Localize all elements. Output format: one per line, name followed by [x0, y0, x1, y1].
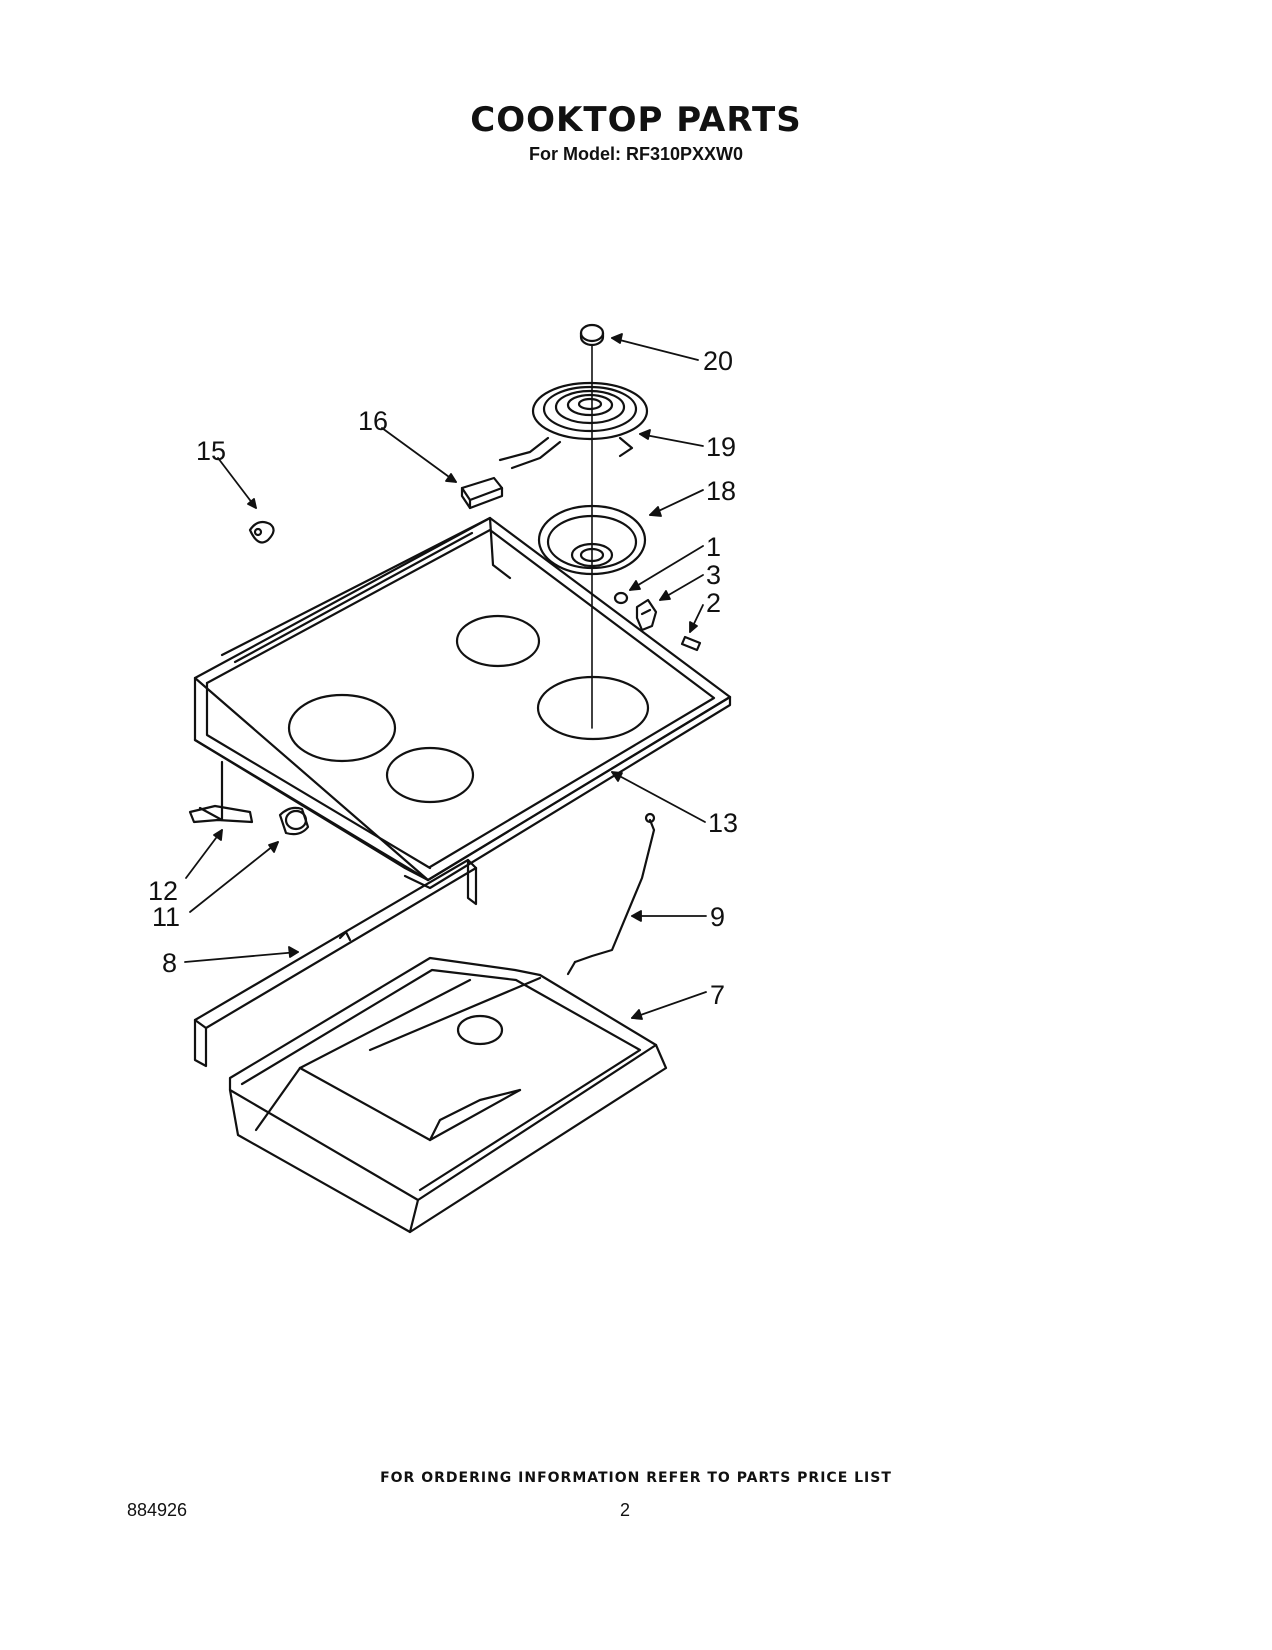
callout-15: 15 — [196, 436, 226, 466]
page-number: 2 — [620, 1500, 631, 1520]
ordering-note: FOR ORDERING INFORMATION REFER TO PARTS … — [380, 1470, 892, 1486]
part-18-drip-bowl — [537, 504, 647, 576]
callout-20: 20 — [703, 346, 733, 376]
part-1-nut — [613, 591, 629, 605]
page-title: COOKTOP PARTS — [470, 100, 802, 140]
callout-3: 3 — [706, 560, 721, 590]
callout-1: 1 — [706, 532, 721, 562]
part-2-screw — [680, 635, 702, 652]
callout-13: 13 — [708, 808, 738, 838]
part-7-burner-box — [228, 956, 668, 1234]
part-3-bracket — [635, 598, 658, 632]
part-16-receptacle — [460, 476, 504, 510]
part-13-main-top — [193, 516, 732, 890]
part-11-bumper — [278, 806, 310, 836]
callout-2: 2 — [706, 588, 721, 618]
callout-19: 19 — [706, 432, 736, 462]
part-9-support-rod — [566, 812, 656, 976]
leader-lines — [184, 333, 707, 1020]
callout-9: 9 — [710, 902, 725, 932]
callout-16: 16 — [358, 406, 388, 436]
callout-12: 12 — [148, 876, 178, 906]
callout-7: 7 — [710, 980, 725, 1010]
callout-11: 11 — [152, 902, 180, 932]
part-20-cap — [579, 323, 605, 347]
callout-18: 18 — [706, 476, 736, 506]
part-15-clip — [248, 520, 275, 544]
model-subtitle: For Model: RF310PXXW0 — [528, 144, 744, 164]
part-8-front-channel — [193, 858, 478, 1068]
part-12-wire-connector — [188, 760, 254, 824]
document-number: 884926 — [127, 1500, 188, 1520]
part-19-surface-element — [498, 381, 649, 470]
callout-8: 8 — [162, 948, 177, 978]
